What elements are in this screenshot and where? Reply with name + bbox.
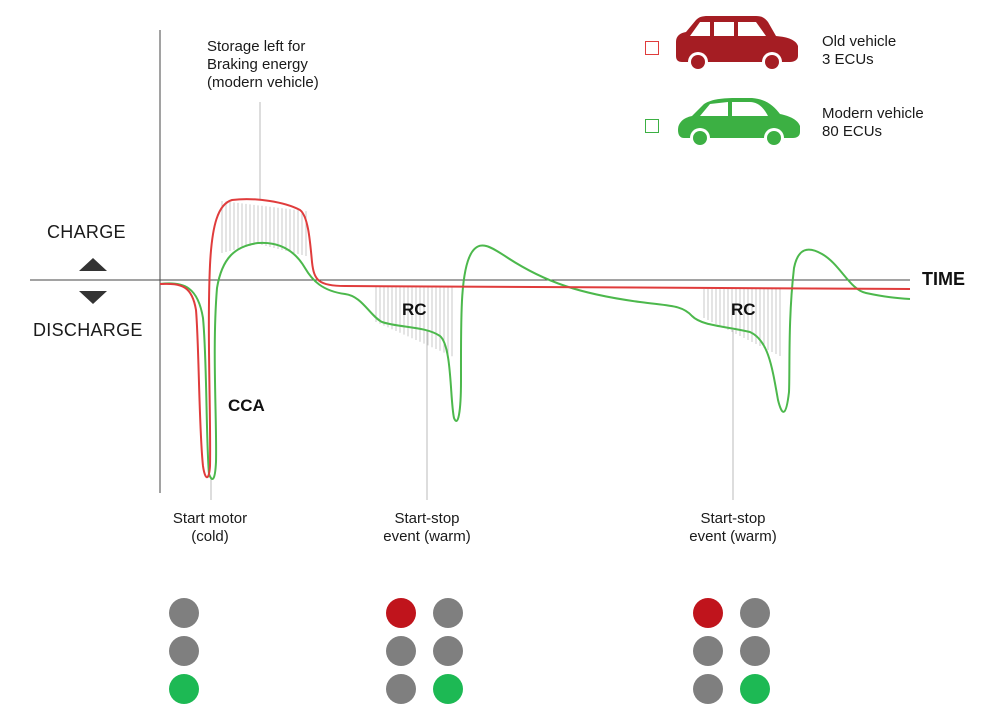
old-vehicle-legend-swatch (645, 41, 659, 55)
event-line1: Start motor (172, 510, 248, 527)
event-line2: (cold) (191, 528, 229, 545)
event-line2: event (warm) (689, 528, 777, 545)
old-vehicle-legend-line1: Old vehicle (822, 33, 897, 50)
rc-label-1: RC (402, 300, 427, 319)
cca-label: CCA (228, 396, 265, 415)
storage-annotation-line1: Storage left for (207, 38, 306, 55)
event-label-start-motor: Start motor (cold) (150, 510, 270, 546)
rc-label-2: RC (731, 300, 756, 319)
modern-vehicle-curve (159, 241, 911, 480)
storage-annotation-line2: Braking energy (207, 56, 308, 73)
event-line1: Start-stop (394, 510, 460, 527)
modern-vehicle-legend-swatch (645, 119, 659, 133)
discharge-label: DISCHARGE (33, 320, 143, 340)
storage-annotation: Storage left for Braking energy (modern … (207, 38, 319, 92)
time-label: TIME (922, 269, 965, 289)
event-label-start-stop-2: Start-stop event (warm) (673, 510, 793, 546)
storage-annotation-line3: (modern vehicle) (207, 74, 319, 91)
discharge-arrow-icon (79, 291, 107, 304)
modern-vehicle-legend-line2: 80 ECUs (822, 123, 883, 140)
event-line1: Start-stop (700, 510, 766, 527)
event-line2: event (warm) (383, 528, 471, 545)
old-vehicle-curve (159, 198, 911, 479)
modern-vehicle-legend-line1: Modern vehicle (822, 105, 924, 122)
hatch-fill (221, 201, 781, 357)
red-car-icon (676, 16, 798, 72)
green-car-icon (678, 98, 800, 148)
charge-label: CHARGE (47, 222, 126, 242)
modern-vehicle-legend: Modern vehicle 80 ECUs (822, 105, 924, 141)
event-label-start-stop-1: Start-stop event (warm) (367, 510, 487, 546)
old-vehicle-legend: Old vehicle 3 ECUs (822, 33, 896, 69)
charge-arrow-icon (79, 258, 107, 271)
old-vehicle-legend-line2: 3 ECUs (822, 51, 874, 68)
